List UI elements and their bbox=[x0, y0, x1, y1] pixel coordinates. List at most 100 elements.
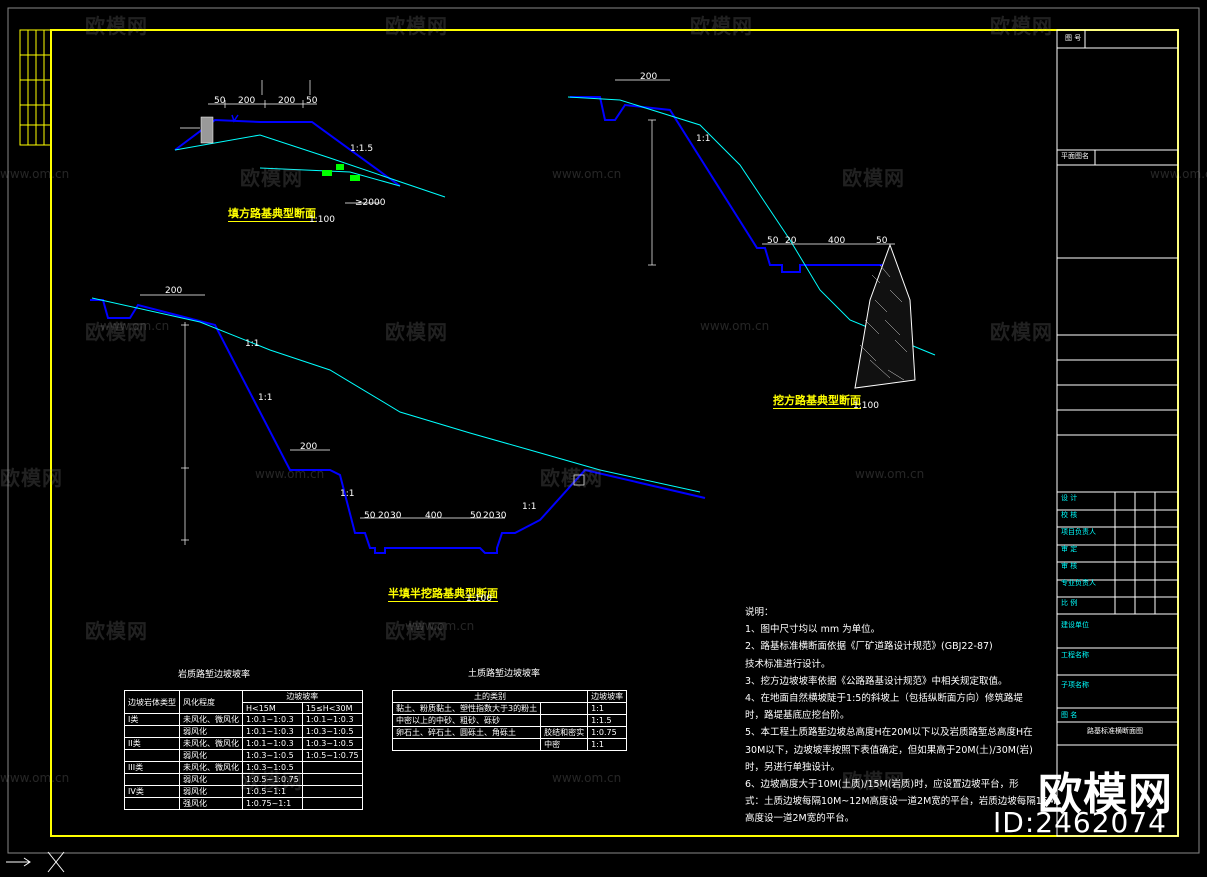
table-cell bbox=[301, 761, 363, 774]
watermark-url: www.om.cn bbox=[0, 771, 70, 785]
table-cell: 1:0.3~1:0.5 bbox=[301, 737, 363, 750]
watermark-logo: 欧模网 bbox=[842, 166, 905, 190]
drawing-name: 路基标准横断面图 bbox=[1087, 727, 1143, 735]
rock-subheader: H<15M bbox=[242, 702, 303, 714]
title-block-field: 比 例 bbox=[1061, 599, 1078, 607]
table-cell: 1:0.5~1:0.75 bbox=[242, 773, 303, 786]
table-cell: 1:0.5~1:1 bbox=[242, 785, 303, 798]
table-cell: 强风化 bbox=[179, 797, 243, 810]
title-block-field: 建设单位 bbox=[1061, 621, 1089, 629]
table-cell: 1:0.75~1:1 bbox=[242, 797, 303, 810]
fill-section-scale: 1:100 bbox=[309, 215, 335, 225]
dim-label: 50 bbox=[767, 236, 779, 246]
table-cell: 1:0.3~1:0.5 bbox=[242, 749, 303, 762]
table-cell: 1:0.3~1:0.5 bbox=[301, 725, 363, 738]
table-cell: I类 bbox=[124, 713, 180, 726]
title-block-field: 平面图名 bbox=[1061, 152, 1089, 160]
table-cell: III类 bbox=[124, 761, 180, 774]
note-line: 2、路基标准横断面依据《厂矿道路设计规范》(GBJ22-87) bbox=[745, 641, 993, 653]
watermark-url: www.om.cn bbox=[855, 467, 925, 481]
soil-slope-table: 土的类别 边坡坡率 黏土、粉质黏土、塑性指数大于3的粉土 1:1 中密以上的中砂、… bbox=[391, 690, 628, 751]
soil-header-type: 土的类别 bbox=[391, 690, 589, 703]
table-cell: 1:0.75 bbox=[587, 726, 628, 739]
title-block-field: 审 核 bbox=[1061, 562, 1078, 570]
note-line: 时，另进行单独设计。 bbox=[745, 761, 841, 773]
slope-label: 1:1 bbox=[522, 502, 537, 512]
watermark-logo: 欧模网 bbox=[540, 466, 603, 490]
title-block: 图 号 平面图名 设 计 校 核 项目负责人 审 定 审 核 专业负责人 日 期… bbox=[1057, 30, 1177, 836]
cut-section-scale: 1:100 bbox=[853, 401, 879, 411]
table-cell bbox=[124, 773, 180, 786]
table-cell: 1:0.5~1:0.75 bbox=[301, 749, 363, 762]
title-block-field: 项目负责人 bbox=[1061, 528, 1096, 536]
table-cell: II类 bbox=[124, 737, 180, 750]
note-line: 技术标准进行设计。 bbox=[745, 658, 831, 670]
table-cell bbox=[124, 749, 180, 762]
table-cell bbox=[540, 702, 589, 715]
table-cell: 中密 bbox=[540, 738, 589, 751]
watermark-logo: 欧模网 bbox=[85, 320, 148, 344]
fill-section-drawing bbox=[174, 80, 446, 204]
title-block-field: 工程名称 bbox=[1061, 651, 1089, 659]
watermark-url: www.om.cn bbox=[1150, 167, 1207, 181]
watermark-logo: 欧模网 bbox=[385, 320, 448, 344]
table-cell: 胶结和密实 bbox=[540, 726, 589, 739]
note-line: 30M以下，边坡坡率按照下表值确定，但如果高于20M(土)/30M(岩) bbox=[745, 744, 1033, 756]
dim-label: 200 bbox=[165, 286, 183, 296]
table-cell: IV类 bbox=[124, 785, 180, 798]
table-cell: 1:0.1~1:0.3 bbox=[301, 713, 363, 726]
ucs-icon bbox=[6, 851, 65, 873]
watermark-logo: 欧模网 bbox=[0, 466, 63, 490]
note-line: 高度设一道2M宽的平台。 bbox=[745, 813, 855, 825]
half-cut-section-title: 半填半挖路基典型断面 bbox=[388, 587, 498, 603]
watermark-logo: 欧模网 bbox=[385, 619, 448, 643]
watermark-logo: 欧模网 bbox=[690, 14, 753, 38]
dim-label: 50 bbox=[306, 96, 318, 106]
title-block-field: 图 名 bbox=[1061, 711, 1078, 719]
notes-heading: 说明： bbox=[745, 607, 774, 618]
table-row: 黏土、粉质黏土、塑性指数大于3的粉土 1:1 bbox=[391, 702, 628, 715]
title-block-field: 专业负责人 bbox=[1061, 579, 1096, 587]
design-notes: 说明： 1、图中尺寸均以 mm 为单位。 2、路基标准横断面依据《厂矿道路设计规… bbox=[745, 604, 1056, 828]
watermark-logo: 欧模网 bbox=[240, 166, 303, 190]
table-cell bbox=[124, 725, 180, 738]
soil-header-slope: 边坡坡率 bbox=[587, 690, 628, 703]
table-cell: 黏土、粉质黏土、塑性指数大于3的粉土 bbox=[391, 702, 542, 715]
note-line: 4、在地面自然横坡陡于1:5的斜坡上（包括纵断面方向）修筑路堤 bbox=[745, 693, 1023, 705]
table-cell bbox=[540, 714, 589, 727]
note-line: 时，路堤基底应挖台阶。 bbox=[745, 710, 850, 722]
rock-header-weathering: 风化程度 bbox=[179, 690, 243, 714]
title-block-field: 审 定 bbox=[1061, 545, 1078, 553]
table-cell: 卵石土、碎石土、圆砾土、角砾土 bbox=[391, 726, 542, 739]
watermark-logo: 欧模网 bbox=[85, 619, 148, 643]
watermark-logo: 欧模网 bbox=[85, 14, 148, 38]
dim-label: 50 bbox=[364, 511, 376, 521]
table-cell: 1:0.1~1:0.3 bbox=[242, 725, 303, 738]
table-cell bbox=[301, 773, 363, 786]
table-cell bbox=[124, 797, 180, 810]
watermark-logo: 欧模网 bbox=[385, 14, 448, 38]
slope-label: 1:1 bbox=[696, 134, 711, 144]
watermark-url: www.om.cn bbox=[100, 319, 170, 333]
table-cell: 弱风化 bbox=[179, 773, 243, 786]
table-cell: 1:1 bbox=[587, 702, 628, 715]
watermark-url: www.om.cn bbox=[700, 319, 770, 333]
soil-table-title: 土质路堑边坡坡率 bbox=[468, 669, 541, 679]
table-cell bbox=[301, 785, 363, 798]
outer-frame bbox=[7, 7, 1200, 854]
dim-label: 50 bbox=[470, 511, 482, 521]
dim-label: 50 bbox=[876, 236, 888, 246]
watermark-url: www.om.cn bbox=[255, 467, 325, 481]
dim-label: ≥2000 bbox=[355, 198, 386, 208]
